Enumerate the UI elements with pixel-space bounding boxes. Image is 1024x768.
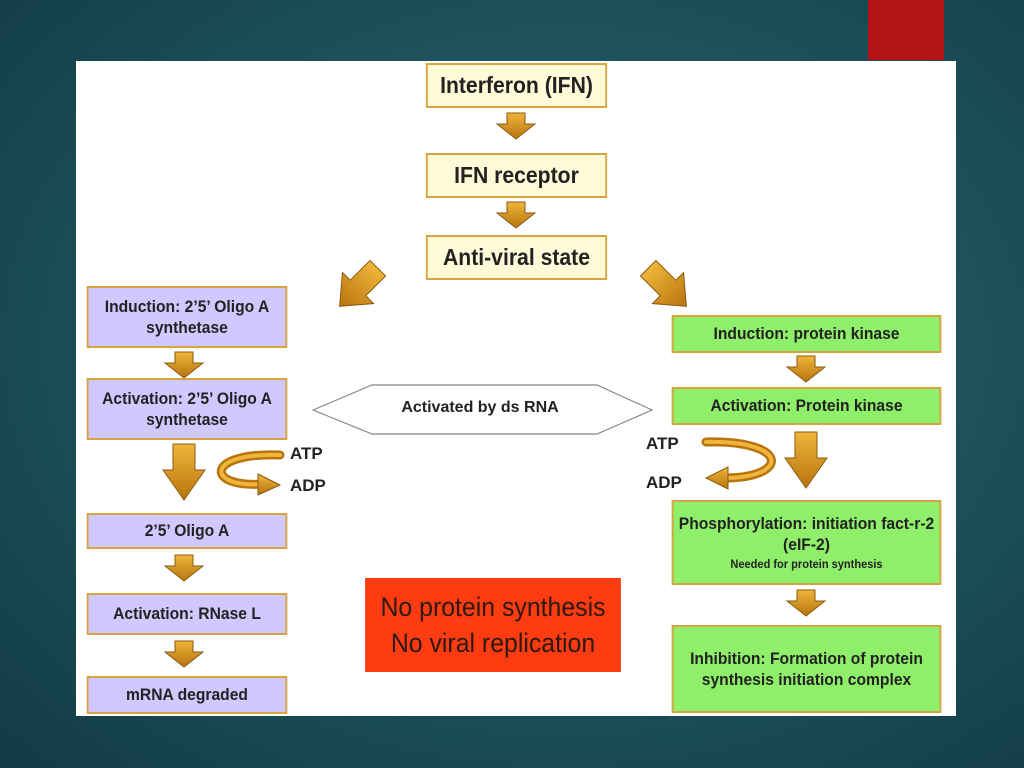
interferon-box: Interferon (IFN) <box>425 63 608 108</box>
down-arrow-icon <box>164 554 204 582</box>
mrna-degraded-box: mRNA degraded <box>86 676 288 714</box>
big-down-arrow-icon <box>784 431 828 489</box>
ds-rna-label: Activated by ds RNA <box>401 399 559 416</box>
rnase-l-box: Activation: RNase L <box>86 593 288 635</box>
left-atp-label: ATP <box>290 444 323 463</box>
big-down-arrow-icon <box>162 443 206 501</box>
left-induction-box: Induction: 2’5’ Oligo A synthetase <box>86 286 288 348</box>
down-arrow-icon <box>164 351 204 379</box>
diagonal-arrow-left-icon <box>339 259 387 307</box>
curved-arrow-left-icon <box>216 450 285 496</box>
right-atp-label: ATP <box>646 434 679 453</box>
down-arrow-icon <box>786 355 826 383</box>
right-activation-box: Activation: Protein kinase <box>671 387 942 425</box>
antiviral-state-box: Anti-viral state <box>425 235 608 280</box>
down-arrow-icon <box>164 640 204 668</box>
phosphorylation-text: Phosphorylation: initiation fact-r-2 (eI… <box>678 513 935 554</box>
result-line-1: No protein synthesis <box>380 591 606 622</box>
left-activation-box: Activation: 2’5’ Oligo A synthetase <box>86 378 288 440</box>
right-induction-box: Induction: protein kinase <box>671 315 942 353</box>
inhibition-box: Inhibition: Formation of protein synthes… <box>671 625 942 713</box>
accent-bar <box>868 0 944 60</box>
left-adp-label: ADP <box>290 476 326 495</box>
result-box: No protein synthesis No viral replicatio… <box>365 578 621 672</box>
needed-note: Needed for protein synthesis <box>730 557 883 572</box>
down-arrow-icon <box>496 112 536 140</box>
curved-arrow-right-icon <box>701 437 776 490</box>
ds-rna-hexagon <box>311 384 654 435</box>
down-arrow-icon <box>496 201 536 229</box>
oligo-a-box: 2’5’ Oligo A <box>86 513 288 549</box>
diagonal-arrow-right-icon <box>639 259 687 307</box>
ifn-receptor-box: IFN receptor <box>425 153 608 198</box>
down-arrow-icon <box>786 589 826 617</box>
phosphorylation-box: Phosphorylation: initiation fact-r-2 (eI… <box>671 500 942 585</box>
right-adp-label: ADP <box>646 473 682 492</box>
result-line-2: No viral replication <box>390 628 596 658</box>
